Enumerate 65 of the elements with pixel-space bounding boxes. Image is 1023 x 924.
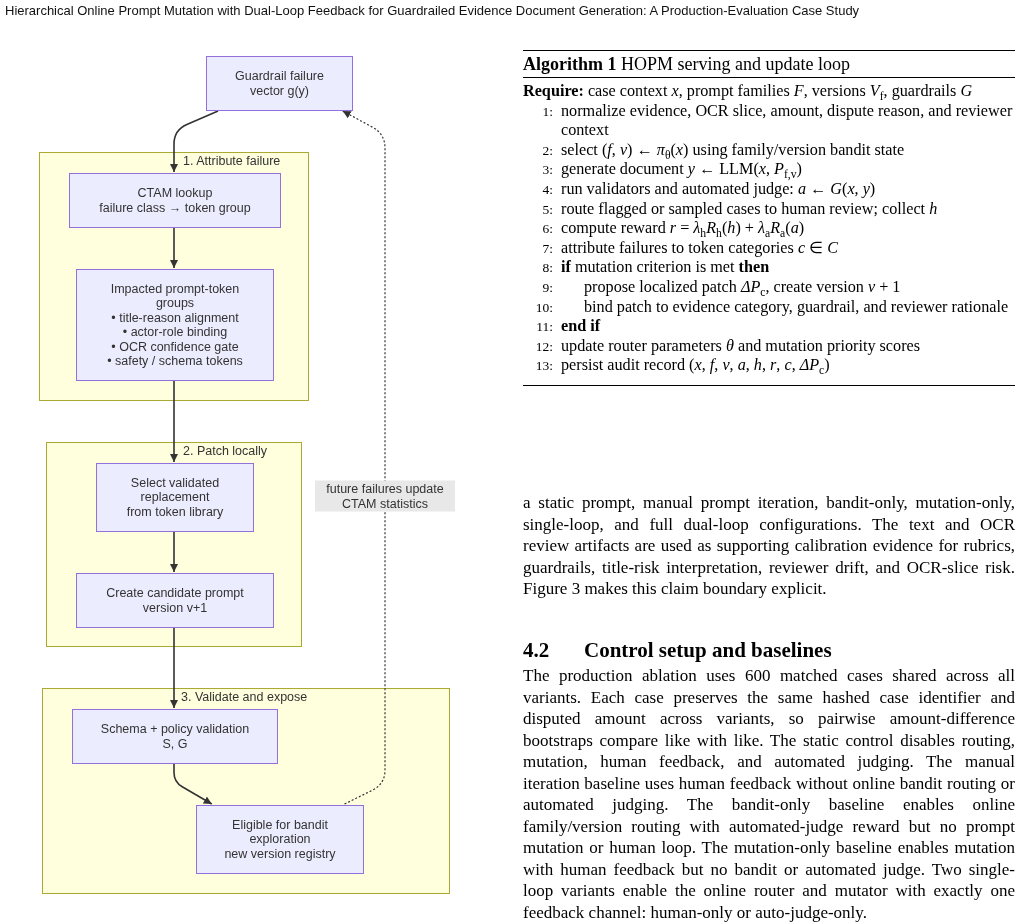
process-box (72, 709, 278, 764)
algorithm-step: route flagged or sampled cases to human review; collect h (561, 199, 1015, 220)
algorithm-step: compute reward r = λ$_{h}$R$_{h}$(h) + λ$_{a}$R$_{a}$(a) (561, 219, 1015, 239)
line-number: 1: (541, 102, 553, 121)
line-number: 3: (541, 161, 553, 180)
stage-panel (46, 442, 302, 647)
algorithm-step: if mutation criterion is met then (561, 258, 1015, 278)
section-number: 4.2 (523, 637, 550, 663)
body-paragraph: a static prompt, manual prompt iteration, bandit-only, mutation-only, single-loop, and full dual-loop configurations. The text and OCR review artifacts are used as supporting calibration evidence for rubrics, guardrails, title-risk interpretation, reviewer drift, and OCR-slice risk. Figure 3 makes this claim boundary explicit. (523, 492, 1015, 600)
process-box (76, 269, 274, 381)
algorithm-step: update router parameters θ and mutation priority scores (561, 336, 1015, 357)
algorithm-step: bind patch to evidence category, guardrail, and reviewer rationale (561, 297, 1015, 318)
dashed-arrow (342, 110, 386, 805)
step-label: new version registry (224, 846, 336, 862)
stage-panel (39, 152, 309, 401)
algorithm-step: generate document y ← LLM(x, P$_{f,v}$) (561, 160, 1015, 180)
step-label: CTAM lookup (137, 186, 213, 201)
step-label: Impacted prompt-token groups (109, 281, 241, 311)
line-number: 6: (541, 220, 553, 239)
step-label: from token library (126, 504, 224, 520)
stage-panel (42, 688, 450, 894)
edge-label: future failures update CTAM statistics (315, 480, 455, 512)
line-number: 10: (534, 298, 553, 317)
process-box (69, 173, 281, 228)
algorithm-step: persist audit record (x, f, v, a, h, r, c, ΔP$_{c}$) (561, 356, 1015, 376)
line-number: 13: (534, 357, 553, 376)
running-header: Hierarchical Online Prompt Mutation with Dual-Loop Feedback for Guardrailed Evidence Document Generation: A Production-Evaluation Case Study (5, 3, 860, 19)
step-label: • safety / schema tokens (107, 354, 243, 369)
arrow (173, 762, 213, 805)
panel-title: 2. Patch locally (183, 444, 268, 459)
algorithm-caption: Algorithm 1 HOPM serving and update loop (523, 51, 1015, 78)
step-label: • title-reason alignment (111, 310, 239, 325)
algorithm-step: propose localized patch ΔP$_{c}$, create version v + 1 (561, 277, 1015, 298)
line-number: 7: (541, 239, 553, 258)
line-number: 9: (541, 278, 553, 297)
line-number: 5: (541, 200, 553, 219)
arrow (170, 379, 178, 463)
algorithm-require: Require: case context x, prompt families F, versions V$_{f}$, guardrails G (523, 82, 974, 102)
line-number: 4: (541, 180, 553, 199)
step-label: Create candidate prompt version v+1 (105, 586, 245, 615)
algorithm-step: attribute failures to token categories c ∈ C (561, 238, 1015, 259)
algorithm-step: run validators and automated judge: a ← G(x, y) (561, 179, 1015, 200)
arrow (170, 110, 219, 173)
process-box (196, 805, 364, 874)
process-box (96, 463, 254, 532)
panel-title: 3. Validate and expose (181, 690, 308, 705)
process-box (206, 56, 353, 111)
line-number: 11: (535, 318, 553, 337)
step-label: • OCR confidence gate (111, 339, 239, 354)
step-label: failure class → token group (99, 200, 251, 215)
panel-title: 1. Attribute failure (183, 154, 281, 169)
process-box (76, 573, 274, 628)
line-number: 12: (534, 337, 553, 356)
algorithm-step: select (f, v) ← π$_{θ}$(x) using family/version bandit state (561, 140, 1015, 161)
line-number: 2: (541, 141, 553, 160)
arrow (170, 226, 178, 269)
algorithm-step: end if (561, 317, 1015, 337)
step-label: Schema + policy validation S, G (99, 722, 251, 751)
step-label: Guardrail failure vector g(y) (234, 69, 325, 98)
step-label: • actor-role binding (122, 325, 228, 340)
body-paragraph: The production ablation uses 600 matched cases shared across all variants. Each case preserves the same hashed case identifier and disputed amount across variants, so pairwise amount-difference bootstraps compare like with like. The static control disables routing, mutation, human feedback, and automated judging. The manual iteration baseline uses human feedback without online bandit routing or automated judging. The bandit-only baseline enables online family/version routing with automated-judge reward but no prompt mutation or human loop. The mutation-only baseline enables mutation with human feedback but no bandit or automated judge. Two single-loop variants enable the online router and mutator with exactly one feedback channel: human-only or auto-judge-only. (523, 665, 1015, 923)
section-heading: Control setup and baselines (584, 637, 832, 663)
arrow (170, 626, 178, 709)
line-number: 8: (541, 259, 553, 278)
arrow (170, 530, 178, 573)
